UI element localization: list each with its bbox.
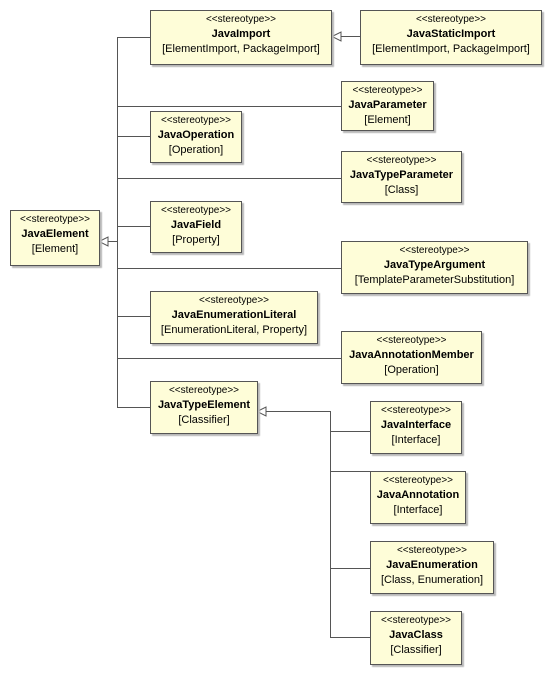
java-type-parameter-box[interactable]: <<stereotype>> JavaTypeParameter [Class] bbox=[341, 151, 462, 203]
generalization-arrowhead-java-type-element bbox=[255, 406, 267, 417]
java-static-import-box[interactable]: <<stereotype>> JavaStaticImport [Element… bbox=[360, 10, 542, 65]
class-name: JavaTypeArgument bbox=[383, 259, 486, 271]
java-enumeration-box[interactable]: <<stereotype>> JavaEnumeration [Class, E… bbox=[370, 541, 494, 594]
class-name: JavaTypeElement bbox=[157, 399, 251, 411]
stereotype-label: <<stereotype>> bbox=[198, 295, 270, 306]
java-operation-box[interactable]: <<stereotype>> JavaOperation [Operation] bbox=[150, 111, 242, 163]
metaclass-label: [Class, Enumeration] bbox=[380, 574, 484, 586]
stereotype-label: <<stereotype>> bbox=[380, 615, 452, 626]
java-annotation-member-box[interactable]: <<stereotype>> JavaAnnotationMember [Ope… bbox=[341, 331, 482, 384]
java-class-box[interactable]: <<stereotype>> JavaClass [Classifier] bbox=[370, 611, 462, 665]
metaclass-label: [EnumerationLiteral, Property] bbox=[160, 324, 308, 336]
java-type-element-box[interactable]: <<stereotype>> JavaTypeElement [Classifi… bbox=[150, 381, 258, 434]
metaclass-label: [Property] bbox=[172, 234, 220, 246]
generalization-arrowhead-java-element bbox=[97, 236, 109, 247]
class-name: JavaEnumerationLiteral bbox=[171, 309, 297, 321]
metaclass-label: [Element] bbox=[364, 114, 411, 126]
class-name: JavaInterface bbox=[380, 419, 452, 431]
metaclass-label: [ElementImport, PackageImport] bbox=[162, 43, 320, 55]
metaclass-label: [Classifier] bbox=[178, 414, 230, 426]
class-name: JavaImport bbox=[211, 28, 271, 40]
generalization-arrowhead-java-import bbox=[330, 31, 342, 42]
stereotype-label: <<stereotype>> bbox=[399, 245, 470, 256]
java-enumeration-literal-box[interactable]: <<stereotype>> JavaEnumerationLiteral [E… bbox=[150, 291, 318, 344]
stereotype-label: <<stereotype>> bbox=[366, 155, 437, 166]
class-name: JavaAnnotationMember bbox=[349, 349, 474, 361]
stereotype-label: <<stereotype>> bbox=[160, 115, 232, 126]
metaclass-label: [Operation] bbox=[384, 364, 439, 376]
class-name: JavaAnnotation bbox=[376, 489, 460, 501]
stereotype-label: <<stereotype>> bbox=[19, 214, 91, 225]
java-type-argument-box[interactable]: <<stereotype>> JavaTypeArgument [Templat… bbox=[341, 241, 528, 294]
stereotype-label: <<stereotype>> bbox=[352, 85, 423, 96]
metaclass-label: [Class] bbox=[384, 184, 419, 196]
stereotype-label: <<stereotype>> bbox=[380, 405, 452, 416]
class-name: JavaOperation bbox=[157, 129, 235, 141]
java-import-box[interactable]: <<stereotype>> JavaImport [ElementImport… bbox=[150, 10, 332, 65]
class-name: JavaTypeParameter bbox=[349, 169, 454, 181]
metaclass-label: [ElementImport, PackageImport] bbox=[372, 43, 530, 55]
java-element-box[interactable]: <<stereotype>> JavaElement [Element] bbox=[10, 210, 100, 266]
stereotype-label: <<stereotype>> bbox=[205, 14, 277, 25]
java-parameter-box[interactable]: <<stereotype>> JavaParameter [Element] bbox=[341, 81, 434, 131]
class-name: JavaClass bbox=[389, 629, 443, 641]
metaclass-label: [Classifier] bbox=[390, 644, 442, 656]
class-name: JavaField bbox=[170, 219, 222, 231]
stereotype-label: <<stereotype>> bbox=[168, 385, 240, 396]
metaclass-label: [TemplateParameterSubstitution] bbox=[354, 274, 515, 286]
stereotype-label: <<stereotype>> bbox=[160, 205, 232, 216]
metaclass-label: [Operation] bbox=[168, 144, 224, 156]
metaclass-label: [Element] bbox=[31, 243, 79, 255]
class-name: JavaEnumeration bbox=[386, 559, 478, 571]
class-name: JavaParameter bbox=[348, 99, 427, 111]
metaclass-label: [Interface] bbox=[391, 434, 441, 446]
java-field-box[interactable]: <<stereotype>> JavaField [Property] bbox=[150, 201, 242, 253]
stereotype-label: <<stereotype>> bbox=[382, 475, 454, 486]
java-annotation-box[interactable]: <<stereotype>> JavaAnnotation [Interface… bbox=[370, 471, 466, 524]
stereotype-label: <<stereotype>> bbox=[396, 545, 468, 556]
class-name: JavaStaticImport bbox=[406, 28, 496, 40]
stereotype-label: <<stereotype>> bbox=[376, 335, 447, 346]
stereotype-label: <<stereotype>> bbox=[415, 14, 487, 25]
java-interface-box[interactable]: <<stereotype>> JavaInterface [Interface] bbox=[370, 401, 462, 454]
class-name: JavaElement bbox=[21, 228, 89, 240]
metaclass-label: [Interface] bbox=[393, 504, 443, 516]
